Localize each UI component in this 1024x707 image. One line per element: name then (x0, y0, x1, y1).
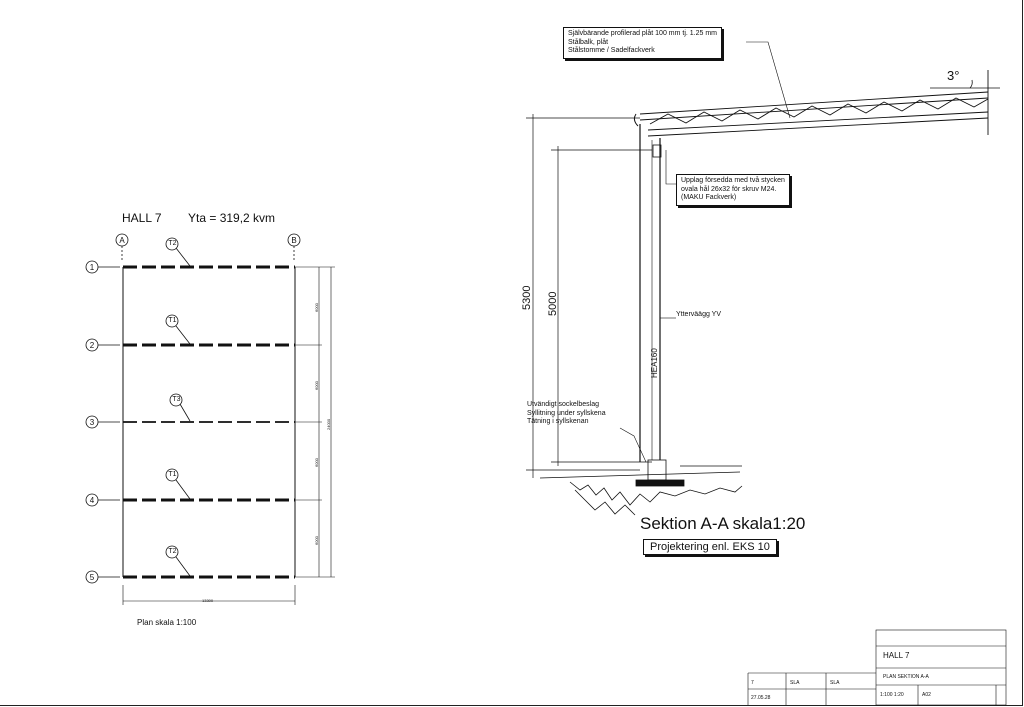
title-block-date: 27.05.28 (751, 695, 771, 701)
grid-column-a (115, 233, 129, 262)
grid-rows (85, 260, 120, 584)
beam-tag-t1-b: T1 (168, 471, 177, 478)
title-block-sheet: A02 (922, 692, 931, 698)
beam-tag-t2-top: T2 (168, 240, 177, 247)
plan-beams (123, 265, 295, 579)
bay-dim-2: 6000 (314, 381, 319, 390)
title-block-designer: SLA (790, 680, 800, 686)
title-block-scale: 1:100 1:20 (880, 692, 904, 698)
title-block (747, 629, 1007, 706)
bay-dim-1: 6000 (314, 303, 319, 312)
roof-truss (633, 70, 989, 137)
plan-title: HALL 7 (122, 211, 162, 225)
dim-5000: 5000 (547, 291, 559, 316)
dim-5300: 5300 (521, 285, 533, 310)
width-dim: 13300 (202, 598, 214, 603)
section-title: Sektion A-A skala1:20 (640, 514, 806, 533)
section-dimension-lines (526, 114, 652, 478)
support-note-line-2: ovala hål 26x32 för skruv M24. (681, 185, 777, 193)
grid-col-label-a: A (119, 236, 125, 245)
roof-note: Självbärande profilerad plåt 100 mm tj. … (563, 27, 723, 59)
grid-row-label-5: 5 (89, 573, 95, 582)
title-block-checker: SLA (830, 680, 840, 686)
grid-row-label-4: 4 (89, 496, 95, 505)
column-hea160 (639, 124, 662, 462)
bay-dim-3: 6000 (314, 458, 319, 467)
support-note-line-1: Upplag försedda med två stycken (681, 177, 785, 184)
beam-tag-t1-a: T1 (168, 317, 177, 324)
grid-col-label-b: B (291, 236, 297, 245)
support-note: Upplag försedda med två stycken ovala hå… (676, 174, 790, 206)
plan-area: Yta = 319,2 kvm (188, 211, 276, 225)
plan-dimension-chain (122, 266, 335, 605)
beam-tag-t3: T3 (172, 396, 181, 403)
foundation (539, 459, 743, 516)
plan-scale-label: Plan skala 1:100 (137, 618, 197, 627)
leader-lines (619, 41, 791, 463)
angle-indicator (930, 79, 1000, 89)
total-dim: 24000 (326, 418, 331, 430)
beam-tags (165, 237, 191, 577)
roof-note-line-3: Stålstomme / Sadelfackverk (568, 47, 655, 54)
projection-box: Projektering enl. EKS 10 (643, 539, 777, 555)
base-note-line-2: Syllitning under syllskena (527, 409, 606, 417)
beam-tag-t2-bottom: T2 (168, 548, 177, 555)
roof-angle: 3° (947, 68, 960, 83)
base-note: Utvändigt sockelbeslag Syllitning under … (527, 401, 606, 427)
base-note-line-3: Tätning i syllskenan (527, 418, 589, 425)
grid-row-label-3: 3 (89, 418, 95, 427)
title-block-drawing-no: 7 (751, 680, 754, 686)
grid-row-label-1: 1 (89, 263, 95, 272)
support-note-line-3: (MAKU Fackverk) (681, 194, 737, 201)
roof-note-line-1: Självbärande profilerad plåt 100 mm tj. … (568, 30, 718, 37)
roof-note-line-2: Stålbalk, plåt (568, 38, 609, 46)
column-label: HEA160 (650, 348, 659, 378)
base-note-line-1: Utvändigt sockelbeslag (527, 401, 599, 408)
title-block-drawing: PLAN SEKTION A-A (883, 674, 929, 680)
title-block-project: HALL 7 (883, 651, 910, 660)
wall-label: Ytterväägg YV (676, 311, 722, 318)
grid-row-label-2: 2 (89, 341, 95, 350)
grid-column-b (287, 233, 301, 262)
bay-dim-4: 6000 (314, 536, 319, 545)
